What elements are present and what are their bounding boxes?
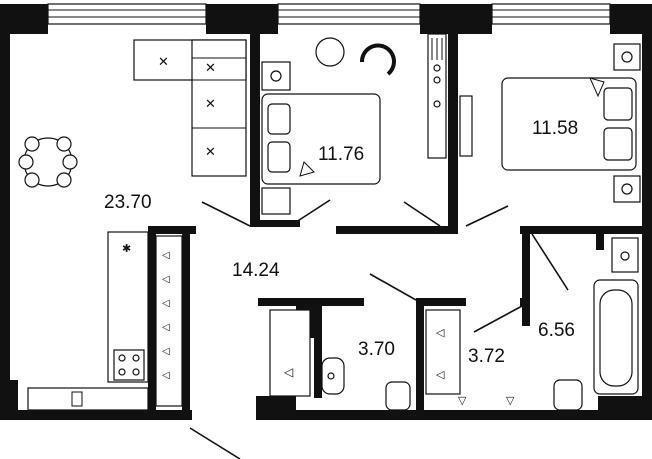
svg-text:◁: ◁: [436, 327, 445, 339]
area-bathroom-1: 3.70: [358, 339, 395, 360]
area-bathroom-2: 3.72: [468, 346, 505, 367]
svg-text:✕: ✕: [205, 60, 216, 75]
svg-text:✕: ✕: [205, 96, 216, 111]
area-living-kitchen: 23.70: [104, 192, 152, 213]
svg-text:◁: ◁: [162, 274, 170, 285]
bathroom-2-fixtures: ◁ ◁ ▽ ▽: [425, 309, 515, 407]
bed-bedroom-1: [261, 93, 381, 185]
svg-text:▽: ▽: [458, 395, 467, 407]
nightstand-bedroom-1: [261, 61, 291, 215]
svg-text:✱: ✱: [122, 243, 131, 255]
svg-text:▽: ▽: [506, 395, 515, 407]
svg-text:◁: ◁: [162, 370, 170, 381]
svg-text:◁: ◁: [283, 365, 293, 379]
window-living: [47, 3, 207, 25]
wardrobe-hall: ◁ ◁ ◁ ◁ ◁ ◁: [155, 235, 183, 407]
nightstand-bedroom-2: [613, 43, 641, 203]
shelf-bedroom-1: [427, 33, 447, 159]
area-wardrobe-room: 6.56: [538, 320, 575, 341]
area-bedroom-1: 11.76: [318, 144, 364, 165]
svg-text:◁: ◁: [436, 369, 445, 381]
dining-table: [18, 136, 78, 188]
kitchen-counter: ✱: [27, 231, 149, 411]
door-swings: [189, 199, 569, 459]
svg-text:◁: ◁: [162, 322, 170, 333]
svg-text:✕: ✕: [205, 144, 216, 159]
area-hallway: 14.24: [232, 260, 280, 281]
svg-text:◁: ◁: [162, 250, 170, 261]
bed-bedroom-2: [501, 77, 637, 171]
window-bedroom-2: [491, 3, 611, 25]
window-bedroom-1: [277, 3, 421, 25]
walls: [0, 4, 652, 420]
svg-text:◁: ◁: [162, 298, 170, 309]
bathtub: [553, 237, 639, 411]
sofa: ✕ ✕ ✕ ✕: [133, 39, 247, 177]
wardrobe-bedroom-2: [459, 95, 473, 157]
desk-chair-bedroom-1: [315, 37, 396, 76]
svg-text:◁: ◁: [162, 346, 170, 357]
bathroom-1-fixtures: ◁: [269, 309, 411, 411]
svg-text:✕: ✕: [158, 54, 169, 69]
area-bedroom-2: 11.58: [532, 118, 578, 139]
